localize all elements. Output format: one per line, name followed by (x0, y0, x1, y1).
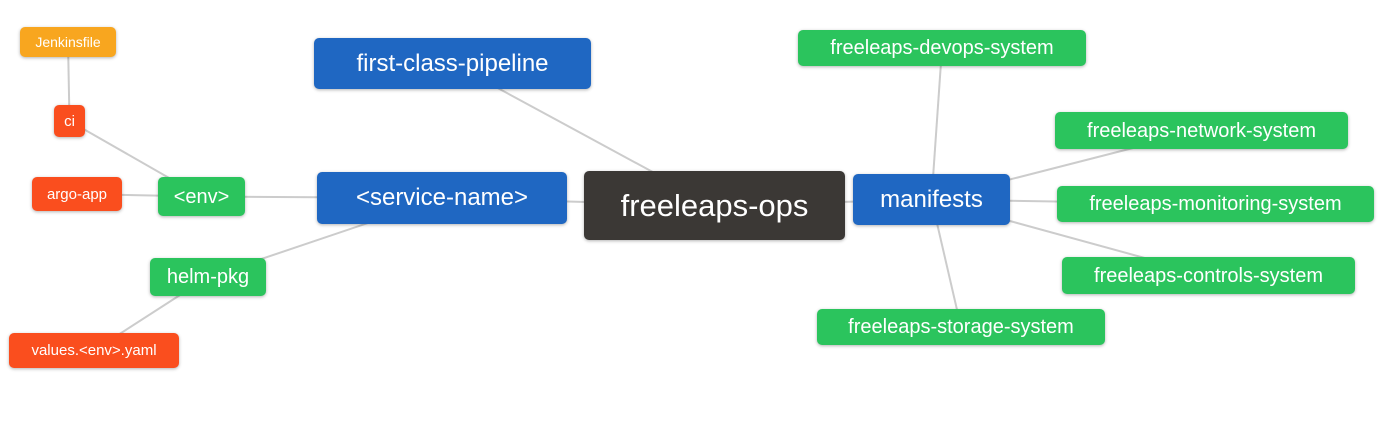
node-manifests[interactable]: manifests (853, 174, 1010, 225)
node-jenkinsfile[interactable]: Jenkinsfile (20, 27, 116, 57)
node-values-env-yaml[interactable]: values.<env>.yaml (9, 333, 179, 368)
node-freeleaps-network-system[interactable]: freeleaps-network-system (1055, 112, 1348, 149)
node-env[interactable]: <env> (158, 177, 245, 216)
node-first-class-pipeline[interactable]: first-class-pipeline (314, 38, 591, 89)
node-freeleaps-devops-system[interactable]: freeleaps-devops-system (798, 30, 1086, 66)
node-freeleaps-monitoring-system[interactable]: freeleaps-monitoring-system (1057, 186, 1374, 222)
node-freeleaps-controls-system[interactable]: freeleaps-controls-system (1062, 257, 1355, 294)
node-freeleaps-ops[interactable]: freeleaps-ops (584, 171, 845, 240)
node-freeleaps-storage-system[interactable]: freeleaps-storage-system (817, 309, 1105, 345)
node-ci[interactable]: ci (54, 105, 85, 137)
node-helm-pkg[interactable]: helm-pkg (150, 258, 266, 296)
node-service-name[interactable]: <service-name> (317, 172, 567, 224)
node-argo-app[interactable]: argo-app (32, 177, 122, 211)
